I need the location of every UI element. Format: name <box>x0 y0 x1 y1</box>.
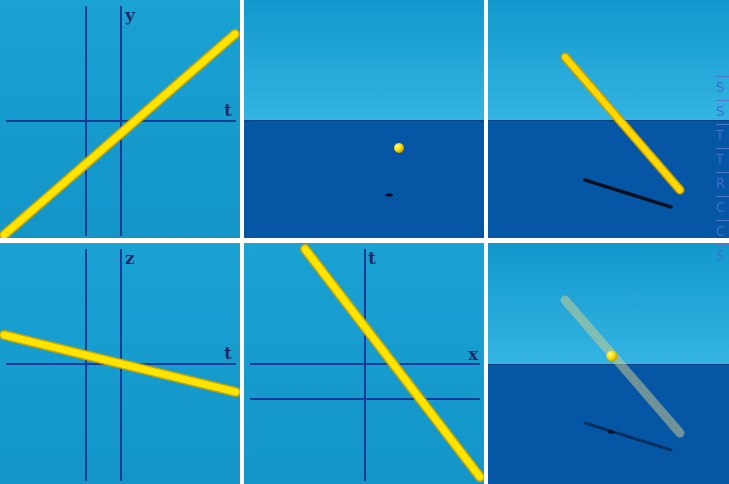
worldline-rod-translucent <box>560 295 685 438</box>
menu-item-3[interactable]: T <box>716 124 729 149</box>
y-t-graph-panel[interactable]: y t <box>0 0 240 238</box>
ground <box>488 120 729 238</box>
horizontal-axis-label: x <box>468 345 479 365</box>
horizontal-axis-label: t <box>224 344 232 364</box>
z-t-graph: z t <box>0 243 240 484</box>
scene-3d <box>244 0 484 238</box>
ball <box>394 143 404 153</box>
menu-item-8[interactable]: S <box>716 244 729 269</box>
horizontal-axis-label: t <box>224 101 232 121</box>
ground <box>488 364 729 484</box>
worldline <box>0 30 239 238</box>
t-x-graph-panel[interactable]: t x <box>244 243 484 484</box>
vertical-axis-label: y <box>124 6 136 26</box>
worldline <box>0 331 240 396</box>
y-t-graph: y t <box>0 0 240 238</box>
ball-shadow <box>385 193 393 197</box>
sky <box>244 0 484 121</box>
menu-item-6[interactable]: C <box>716 196 729 221</box>
menu-item-7[interactable]: C <box>716 220 729 245</box>
menu-item-4[interactable]: T <box>716 148 729 173</box>
menu-item-5[interactable]: R <box>716 172 729 197</box>
scene-3d-combined <box>488 243 729 484</box>
side-menu: S S T T R C C S <box>716 76 729 271</box>
worldline-shadow <box>583 421 673 452</box>
vertical-axis-label: t <box>368 249 376 269</box>
worldline-rod <box>562 54 683 193</box>
scene-3d-worldline <box>488 0 729 238</box>
t-x-graph: t x <box>244 243 484 484</box>
scene-view-worldline[interactable] <box>488 0 729 238</box>
vertical-axis-label: z <box>125 249 135 269</box>
ball <box>606 350 618 362</box>
menu-item-1[interactable]: S <box>716 76 729 101</box>
scene-view-ball[interactable] <box>244 0 484 238</box>
worldline <box>301 245 484 481</box>
scene-view-combined[interactable] <box>488 243 729 484</box>
z-t-graph-panel[interactable]: z t <box>0 243 240 484</box>
worldline-shadow <box>583 178 673 209</box>
ball-shadow <box>607 430 615 434</box>
ground <box>244 120 484 238</box>
menu-item-2[interactable]: S <box>716 100 729 125</box>
